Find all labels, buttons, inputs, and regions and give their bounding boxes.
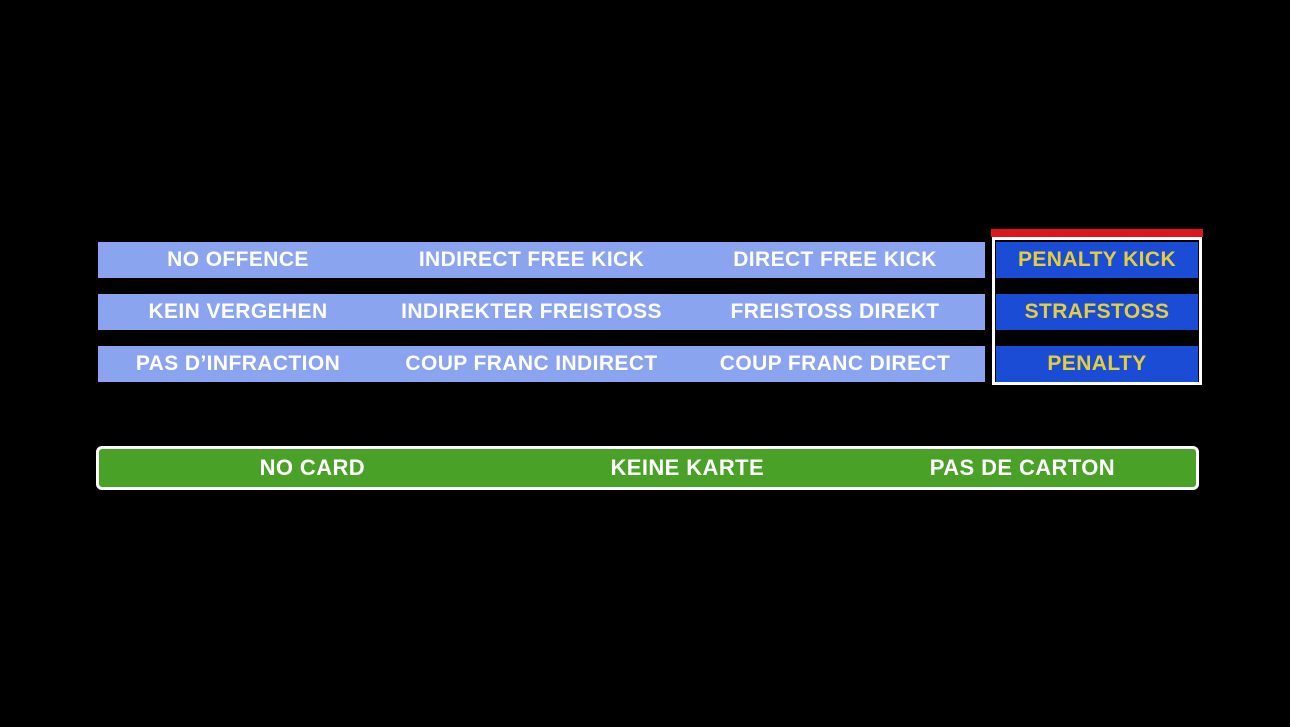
offence-row-french: PAS D’INFRACTION COUP FRANC INDIRECT COU… (98, 346, 985, 382)
option-pas-d-infraction[interactable]: PAS D’INFRACTION (135, 352, 341, 375)
option-penalty-kick-selected[interactable]: PENALTY KICK (996, 242, 1198, 278)
card-label-keine-karte[interactable]: KEINE KARTE (610, 455, 765, 480)
card-label-no-card[interactable]: NO CARD (259, 455, 366, 480)
option-strafstoss-selected[interactable]: STRAFSTOSS (996, 294, 1198, 330)
option-coup-franc-direct[interactable]: COUP FRANC DIRECT (719, 352, 951, 375)
option-coup-franc-indirect[interactable]: COUP FRANC INDIRECT (405, 352, 658, 375)
option-kein-vergehen[interactable]: KEIN VERGEHEN (148, 300, 328, 323)
offence-row-english: NO OFFENCE INDIRECT FREE KICK DIRECT FRE… (98, 242, 985, 278)
card-label-pas-de-carton[interactable]: PAS DE CARTON (929, 455, 1116, 480)
option-indirect-free-kick[interactable]: INDIRECT FREE KICK (418, 248, 645, 271)
option-indirekter-freistoss[interactable]: INDIREKTER FREISTOSS (401, 300, 662, 323)
selected-column-red-marker (991, 229, 1203, 237)
option-no-offence[interactable]: NO OFFENCE (167, 248, 309, 271)
selected-penalty-column: PENALTY KICK STRAFSTOSS PENALTY (992, 237, 1202, 385)
option-penalty-selected[interactable]: PENALTY (996, 346, 1198, 382)
option-freistoss-direkt[interactable]: FREISTOSS DIREKT (730, 300, 940, 323)
offence-row-german: KEIN VERGEHEN INDIREKTER FREISTOSS FREIS… (98, 294, 985, 330)
option-direct-free-kick[interactable]: DIRECT FREE KICK (733, 248, 937, 271)
no-card-bar-selected[interactable]: NO CARD KEINE KARTE PAS DE CARTON (96, 446, 1199, 490)
